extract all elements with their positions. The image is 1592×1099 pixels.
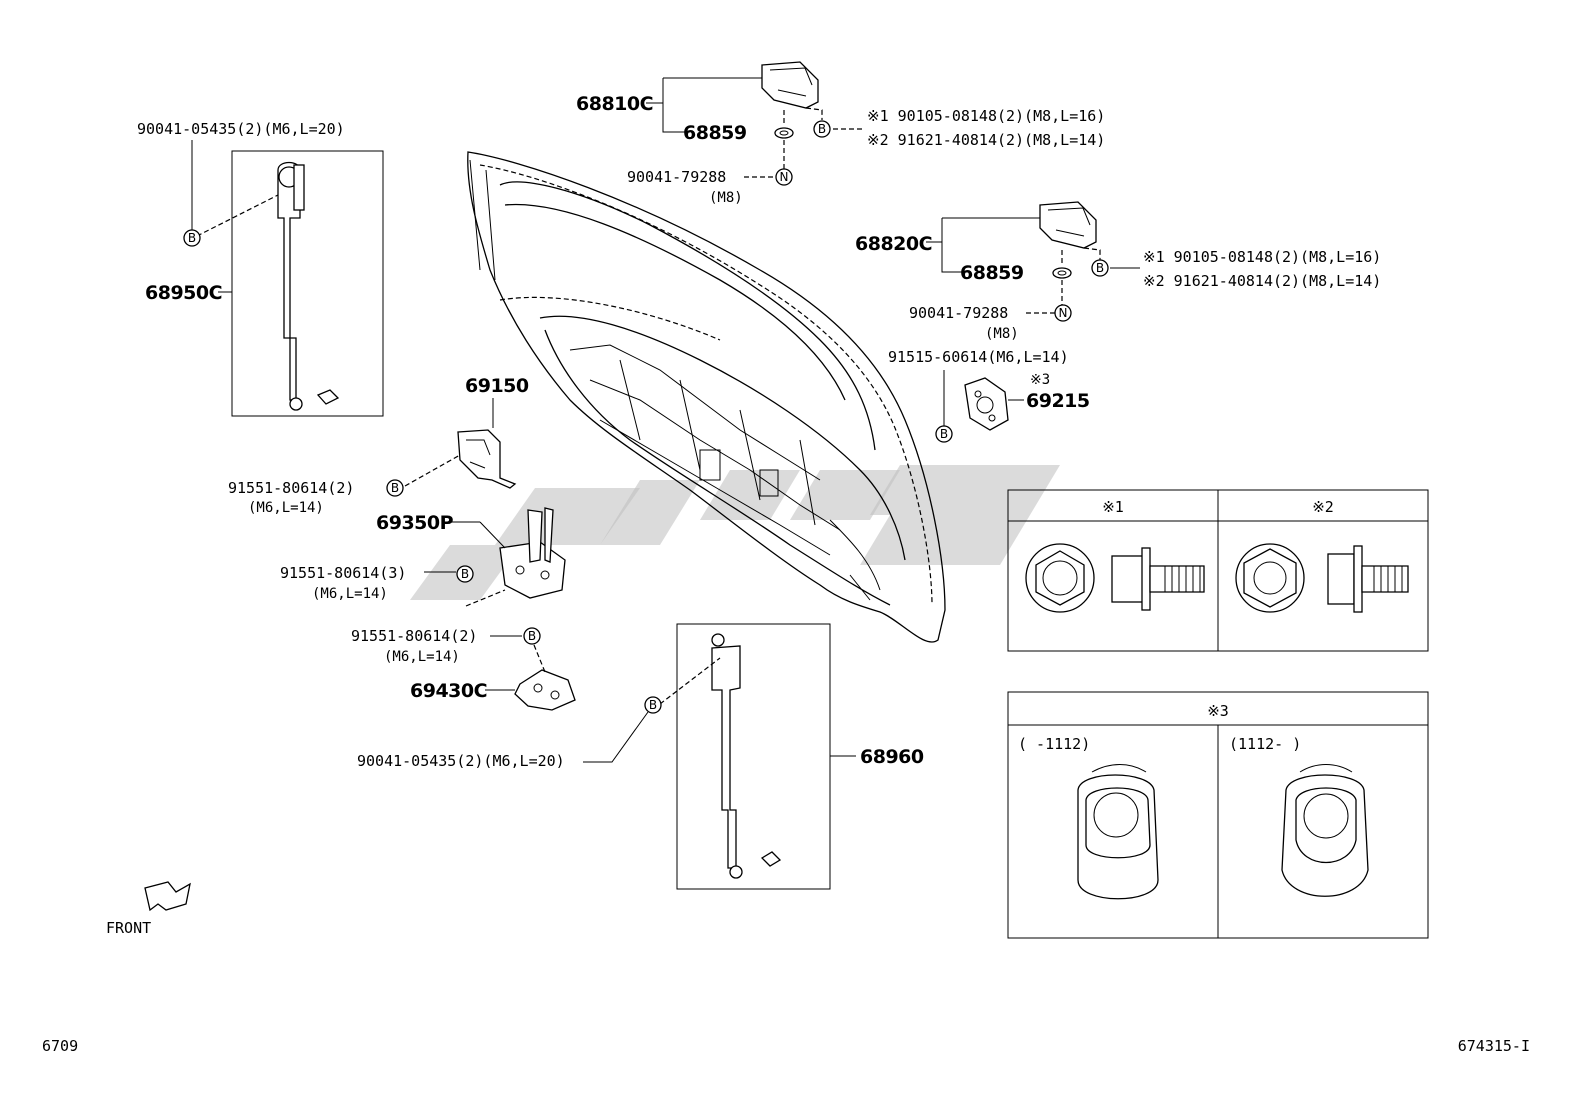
marker-n-68810c: N <box>775 168 793 186</box>
striker-69430c <box>485 635 576 711</box>
marker-b-69430c: B <box>523 627 541 645</box>
label-68820c: 68820C <box>855 233 932 255</box>
bumper-new-icon <box>1281 764 1369 897</box>
label-90041-79288-a: 90041-79288 <box>627 168 726 186</box>
label-69430c: 69430C <box>410 680 487 702</box>
inset-fastener-types: ※1 ※2 <box>1007 489 1429 652</box>
label-90041-05435-top: 90041-05435(2)(M6,L=20) <box>137 120 345 138</box>
label-note2-a: ※2 91621-40814(2)(M8,L=14) <box>867 131 1105 149</box>
footer-left-code: 6709 <box>42 1037 78 1055</box>
label-note2-b: ※2 91621-40814(2)(M8,L=14) <box>1143 272 1381 290</box>
label-mark3: ※3 <box>1030 372 1050 388</box>
inset-range-right: (1112- ) <box>1229 735 1301 753</box>
trunk-lid-panel <box>467 151 946 643</box>
label-69215: 69215 <box>1026 390 1090 412</box>
front-arrow-icon <box>144 881 191 912</box>
svg-text:N: N <box>780 170 789 184</box>
label-note1-b: ※1 90105-08148(2)(M8,L=16) <box>1143 248 1381 266</box>
strut-68960 <box>583 623 856 890</box>
hinge-68810c <box>646 61 865 178</box>
label-68950c: 68950C <box>145 282 222 304</box>
svg-text:B: B <box>528 629 536 643</box>
label-91551-80614-b: 91551-80614(3) <box>280 564 406 582</box>
label-90041-79288-b: 90041-79288 <box>909 304 1008 322</box>
inset-title-3: ※3 <box>1207 702 1229 720</box>
svg-text:B: B <box>188 231 196 245</box>
label-91551-80614-a: 91551-80614(2) <box>228 479 354 497</box>
label-90041-79288-b-size: (M8) <box>985 326 1019 342</box>
flange-bolt-icon <box>1111 547 1205 611</box>
svg-text:B: B <box>649 698 657 712</box>
hex-nut-icon <box>1235 543 1305 613</box>
label-91515-60614: 91515-60614(M6,L=14) <box>888 348 1069 366</box>
svg-text:B: B <box>391 481 399 495</box>
label-69350p: 69350P <box>376 512 454 534</box>
svg-text:B: B <box>1096 261 1104 275</box>
label-68960: 68960 <box>860 746 924 768</box>
label-69150: 69150 <box>465 375 529 397</box>
marker-b-68810c: B <box>813 120 831 138</box>
label-91551-80614-b-size: (M6,L=14) <box>312 586 388 602</box>
front-label: FRONT <box>106 919 151 937</box>
label-note1-a: ※1 90105-08148(2)(M8,L=16) <box>867 107 1105 125</box>
marker-b-69215: B <box>935 425 953 443</box>
svg-text:N: N <box>1059 306 1068 320</box>
inset-title-2: ※2 <box>1312 498 1334 516</box>
label-90041-05435-bottom: 90041-05435(2)(M6,L=20) <box>357 752 565 770</box>
footer-right-code: 674315-I <box>1458 1037 1530 1055</box>
bracket-69150 <box>404 398 517 489</box>
label-68810c: 68810C <box>576 93 653 115</box>
label-91551-80614-c: 91551-80614(2) <box>351 627 477 645</box>
marker-b-68820c: B <box>1091 259 1109 277</box>
marker-n-68820c: N <box>1054 304 1072 322</box>
label-68859-b: 68859 <box>960 262 1024 284</box>
inset-range-left: ( -1112) <box>1018 735 1090 753</box>
inset-title-1: ※1 <box>1102 498 1124 516</box>
inset-bumper-variants: ※3 ( -1112) (1112- ) <box>1007 691 1429 939</box>
marker-b-68960: B <box>644 696 662 714</box>
label-90041-79288-a-size: (M8) <box>709 190 743 206</box>
svg-text:B: B <box>818 122 826 136</box>
hinge-68820c <box>926 201 1140 314</box>
svg-text:B: B <box>461 567 469 581</box>
label-91551-80614-c-size: (M6,L=14) <box>384 649 460 665</box>
lock-69350p <box>424 507 566 607</box>
hex-bolt-icon <box>1327 545 1409 613</box>
flange-nut-icon <box>1025 543 1095 613</box>
svg-text:B: B <box>940 427 948 441</box>
marker-b-68950c: B <box>183 229 201 247</box>
bumper-old-icon <box>1077 764 1159 900</box>
marker-b-69350p: B <box>456 565 474 583</box>
label-91551-80614-a-size: (M6,L=14) <box>248 500 324 516</box>
label-68859-a: 68859 <box>683 122 747 144</box>
strut-68950c <box>191 140 384 417</box>
marker-b-69150: B <box>386 479 404 497</box>
bumper-69215 <box>943 370 1024 431</box>
